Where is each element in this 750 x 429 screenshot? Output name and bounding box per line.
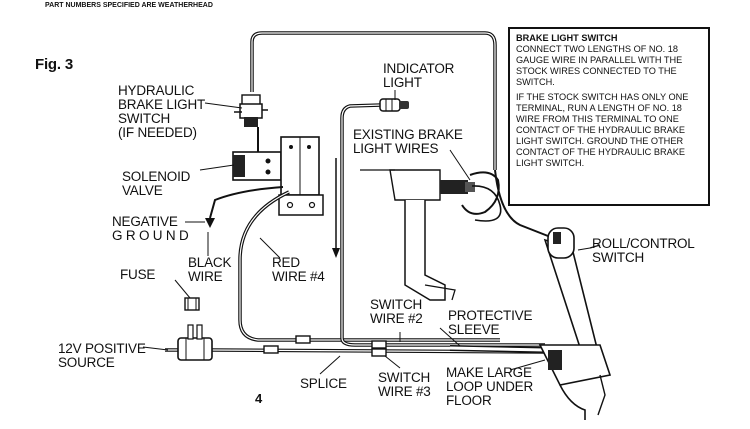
page-number: 4 [255, 391, 263, 406]
note-paragraph-1: CONNECT TWO LENGTHS OF NO. 18 GAUGE WIRE… [516, 44, 683, 87]
splice-label: SPLICE [300, 376, 347, 391]
red-wire-label: RED WIRE #4 [272, 255, 325, 284]
roll-control-switch-icon [538, 227, 612, 420]
brake-light-switch-note: BRAKE LIGHT SWITCH CONNECT TWO LENGTHS O… [508, 27, 710, 206]
black-wire-label: BLACK WIRE [188, 255, 232, 284]
solenoid-valve-label: SOLENOID VALVE [122, 169, 191, 198]
note-title: BRAKE LIGHT SWITCH [516, 33, 618, 43]
splice-markers [263, 335, 387, 357]
source-label: 12V POSITIVE SOURCE [58, 341, 146, 370]
indicator-light-icon [379, 98, 409, 112]
leader-lines [142, 90, 591, 375]
existing-wires-label: EXISTING BRAKE LIGHT WIRES [353, 127, 463, 156]
solenoid-valve-icon [232, 127, 324, 216]
make-loop-label: MAKE LARGE LOOP UNDER FLOOR [446, 365, 534, 408]
hydraulic-switch-icon [234, 94, 268, 127]
switch-wire-2-label: SWITCH WIRE #2 [370, 297, 423, 326]
switch-wire-3-label: SWITCH WIRE #3 [378, 370, 431, 399]
header-text: PART NUMBERS SPECIFIED ARE WEATHERHEAD [45, 2, 213, 9]
negative-ground-label: NEGATIVE G R O U N D [112, 214, 189, 243]
note-paragraph-2: IF THE STOCK SWITCH HAS ONLY ONE TERMINA… [516, 92, 689, 168]
fuse-label: FUSE [120, 267, 156, 282]
fuse-icon [177, 297, 213, 361]
brake-pedal-icon [360, 169, 502, 301]
black-wire [209, 186, 284, 219]
hydraulic-switch-label: HYDRAULIC BRAKE LIGHT SWITCH (IF NEEDED) [118, 83, 206, 140]
indicator-light-label: INDICATOR LIGHT [383, 61, 455, 90]
protective-sleeve-label: PROTECTIVE SLEEVE [448, 308, 533, 337]
roll-switch-label: ROLL/CONTROL SWITCH [592, 236, 695, 265]
figure-label: Fig. 3 [35, 56, 73, 73]
